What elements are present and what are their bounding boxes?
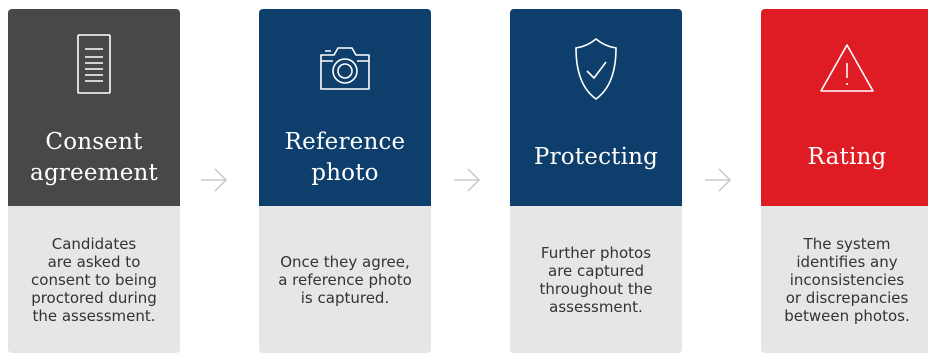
- step-card-rating: Rating The system identifies any inconsi…: [761, 9, 928, 353]
- step-title: Consent agreement: [30, 128, 158, 186]
- step-card-protecting: Protecting Further photos are captured t…: [510, 9, 682, 353]
- step-description: The system identifies any inconsistencie…: [784, 234, 910, 325]
- step-card-header: Protecting: [510, 9, 682, 206]
- arrow-right-icon: [198, 164, 230, 196]
- step-title: Protecting: [533, 144, 659, 170]
- step-card-header: Consent agreement: [8, 9, 180, 206]
- arrow-right-icon: [702, 164, 734, 196]
- document-icon: [62, 27, 126, 107]
- step-title: Rating: [807, 144, 887, 170]
- step-description: Further photos are captured throughout t…: [539, 243, 653, 316]
- step-card-header: Reference photo: [259, 9, 431, 206]
- camera-icon: [305, 27, 385, 107]
- step-description: Once they agree, a reference photo is ca…: [278, 252, 412, 307]
- arrow-right-icon: [451, 164, 483, 196]
- step-card-header: Rating: [761, 9, 928, 206]
- shield-check-icon: [564, 27, 628, 107]
- step-card-reference-photo: Reference photo Once they agree, a refer…: [259, 9, 431, 353]
- warning-triangle-icon: [807, 27, 887, 107]
- step-description: Candidates are asked to consent to being…: [31, 234, 157, 325]
- step-title: Reference photo: [284, 128, 406, 186]
- step-card-consent-agreement: Consent agreement Candidates are asked t…: [8, 9, 180, 353]
